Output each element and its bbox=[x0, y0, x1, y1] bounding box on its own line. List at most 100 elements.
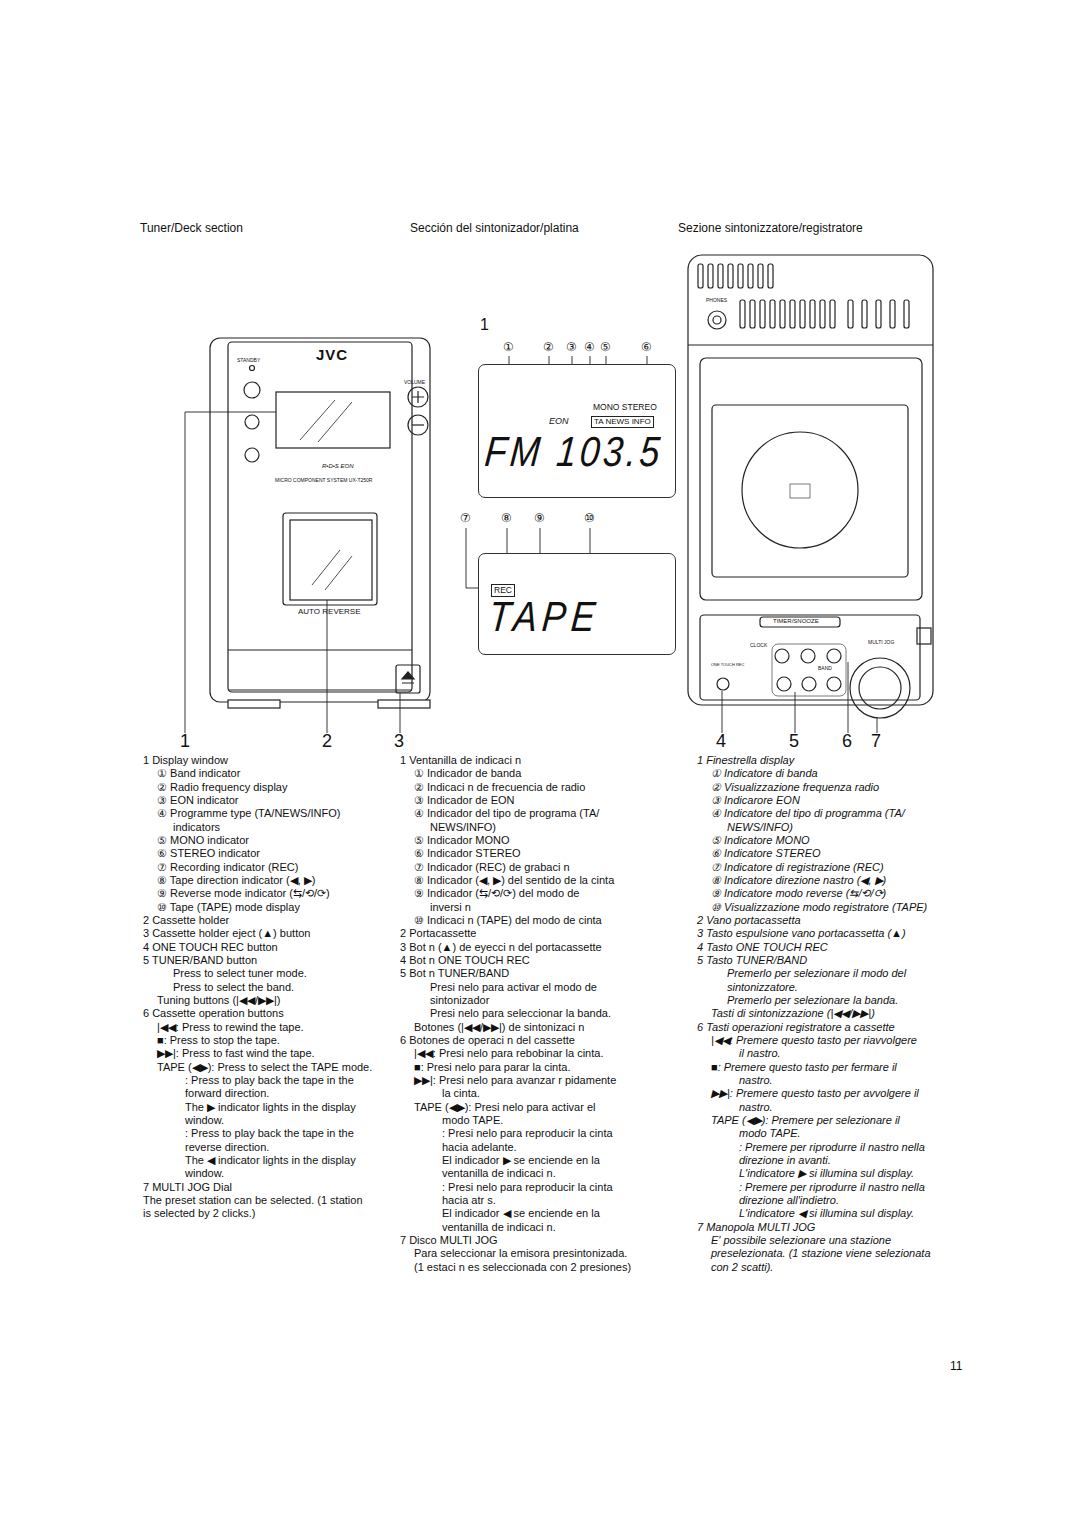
description-line: Botones (|◀◀/▶▶|) de sintonizaci n bbox=[414, 1021, 584, 1034]
description-line: ⑥ Indicador STEREO bbox=[414, 847, 521, 860]
description-line: 2 Vano portacassetta bbox=[697, 914, 801, 927]
description-line: preselezionata. (1 stazione viene selezi… bbox=[711, 1247, 931, 1260]
panel-marking: CLOCK bbox=[750, 643, 767, 649]
description-line: ■: Press to stop the tape. bbox=[157, 1034, 280, 1047]
panel-marking: BAND bbox=[818, 666, 832, 672]
description-line: 2 Portacassette bbox=[400, 927, 476, 940]
description-line: modo TAPE. bbox=[442, 1114, 503, 1127]
callout-number: ② bbox=[543, 341, 554, 355]
description-line: 5 Tasto TUNER/BAND bbox=[697, 954, 807, 967]
description-line: 7 MULTI JOG Dial bbox=[143, 1181, 232, 1194]
panel-marking: AUTO REVERSE bbox=[298, 607, 361, 616]
description-line: 1 Finestrella display bbox=[697, 754, 794, 767]
description-line: TAPE (◀▶): Press to select the TAPE mode… bbox=[157, 1061, 372, 1074]
description-line: ■: Presi nelo para parar la cinta. bbox=[414, 1061, 570, 1074]
description-line: ① Indicatore di banda bbox=[711, 767, 818, 780]
callout-number: 1 bbox=[480, 316, 489, 334]
description-line: 4 Tasto ONE TOUCH REC bbox=[697, 941, 828, 954]
description-line: ⑧ Tape direction indicator (◀, ▶) bbox=[157, 874, 315, 887]
description-line: 7 Manopola MULTI JOG bbox=[697, 1221, 815, 1234]
display-segment-text: EON bbox=[549, 417, 569, 426]
callout-number: ⑦ bbox=[460, 512, 471, 526]
description-line: ⑤ MONO indicator bbox=[157, 834, 249, 847]
display-segment-text: FM 103.5 bbox=[483, 431, 665, 473]
panel-marking: JVC bbox=[316, 346, 348, 363]
description-line: hacia adelante. bbox=[442, 1141, 517, 1154]
description-line: : Press to play back the tape in the bbox=[185, 1127, 354, 1140]
description-line: 6 Cassette operation buttons bbox=[143, 1007, 284, 1020]
description-line: 6 Botones de operaci n del cassette bbox=[400, 1034, 575, 1047]
callout-number: 4 bbox=[716, 731, 726, 752]
description-line: ④ Indicador del tipo de programa (TA/ bbox=[414, 807, 599, 820]
description-line: ventanilla de indicaci n. bbox=[442, 1221, 556, 1234]
callout-number: 6 bbox=[842, 731, 852, 752]
description-line: direzione all'indietro. bbox=[739, 1194, 839, 1207]
panel-marking: MICRO COMPONENT SYSTEM UX-T250R bbox=[275, 478, 372, 484]
callout-number: 3 bbox=[394, 731, 404, 752]
display-segment-text: TAPE bbox=[487, 596, 602, 638]
description-line: ⑦ Recording indicator (REC) bbox=[157, 861, 298, 874]
panel-marking: R•D•S EON bbox=[322, 463, 354, 470]
panel-marking: MULTI JOG bbox=[868, 640, 894, 646]
callout-number: ⑧ bbox=[501, 512, 512, 526]
callout-number: ⑩ bbox=[584, 512, 595, 526]
description-line: Press to select the band. bbox=[173, 981, 294, 994]
description-line: 3 Bot n (▲) de eyecci n del portacassett… bbox=[400, 941, 602, 954]
description-line: NEWS/INFO) bbox=[727, 821, 793, 834]
description-line: ⑨ Indicatore modo reverse (⇆/⟲/⟳) bbox=[711, 887, 886, 900]
description-line: ⑤ Indicatore MONO bbox=[711, 834, 810, 847]
description-line: ⑤ Indicador MONO bbox=[414, 834, 510, 847]
description-line: The ▶ indicator lights in the display bbox=[185, 1101, 356, 1114]
description-line: indicators bbox=[173, 821, 220, 834]
panel-marking: PHONES bbox=[706, 298, 727, 304]
description-line: con 2 scatti). bbox=[711, 1261, 773, 1274]
description-line: window. bbox=[185, 1114, 224, 1127]
callout-number: ① bbox=[503, 341, 514, 355]
description-line: 1 Display window bbox=[143, 754, 228, 767]
description-line: is selected by 2 clicks.) bbox=[143, 1207, 255, 1220]
description-line: : Premere per riprodurre il nastro nella bbox=[739, 1141, 925, 1154]
description-line: TAPE (◀▶): Premere per selezionare il bbox=[711, 1114, 900, 1127]
description-line: ② Indicaci n de frecuencia de radio bbox=[414, 781, 585, 794]
description-line: ④ Programme type (TA/NEWS/INFO) bbox=[157, 807, 340, 820]
description-line: El indicador ◀ se enciende en la bbox=[442, 1207, 600, 1220]
description-line: 4 Bot n ONE TOUCH REC bbox=[400, 954, 530, 967]
description-line: il nastro. bbox=[739, 1047, 781, 1060]
description-line: ⑦ Indicador (REC) de grabaci n bbox=[414, 861, 570, 874]
display-panel: RECTAPE bbox=[478, 553, 676, 655]
callout-number: ⑨ bbox=[534, 512, 545, 526]
description-line: Presi nelo para activar el modo de bbox=[430, 981, 597, 994]
description-line: 3 Tasto espulsione vano portacassetta (▲… bbox=[697, 927, 906, 940]
description-line: El indicador ▶ se enciende en la bbox=[442, 1154, 600, 1167]
description-line: ventanilla de indicaci n. bbox=[442, 1167, 556, 1180]
description-line: ⑦ Indicatore di registrazione (REC) bbox=[711, 861, 884, 874]
description-line: ② Radio frequency display bbox=[157, 781, 287, 794]
callout-number: 5 bbox=[789, 731, 799, 752]
description-line: nastro. bbox=[739, 1101, 773, 1114]
description-line: ③ Indicador de EON bbox=[414, 794, 515, 807]
description-line: 5 TUNER/BAND button bbox=[143, 954, 257, 967]
display-segment-text: MONO STEREO bbox=[593, 403, 657, 412]
description-line: : Premere per riprodurre il nastro nella bbox=[739, 1181, 925, 1194]
description-line: The ◀ indicator lights in the display bbox=[185, 1154, 356, 1167]
description-line: |◀◀: Premere questo tasto per riavvolger… bbox=[711, 1034, 917, 1047]
description-line: Premerlo per selezionare la banda. bbox=[727, 994, 898, 1007]
description-line: ▶▶|: Presi nelo para avanzar r pidamente bbox=[414, 1074, 616, 1087]
description-line: ⑨ Reverse mode indicator (⇆/⟲/⟳) bbox=[157, 887, 330, 900]
description-line: nastro. bbox=[739, 1074, 773, 1087]
description-line: sintonizzatore. bbox=[727, 981, 798, 994]
description-line: : Press to play back the tape in the bbox=[185, 1074, 354, 1087]
description-line: NEWS/INFO) bbox=[430, 821, 496, 834]
panel-marking: TIMER/SNOOZE bbox=[773, 618, 819, 625]
callout-number: 2 bbox=[322, 731, 332, 752]
description-line: : Presi nelo para reproducir la cinta bbox=[442, 1127, 613, 1140]
section-heading: Sezione sintonizzatore/registratore bbox=[678, 222, 863, 236]
description-line: ⑧ Indicador (◀, ▶) del sentido de la cin… bbox=[414, 874, 614, 887]
description-line: ▶▶|: Press to fast wind the tape. bbox=[157, 1047, 315, 1060]
panel-marking: ONE TOUCH REC bbox=[711, 663, 744, 668]
description-line: 5 Bot n TUNER/BAND bbox=[400, 967, 509, 980]
description-line: la cinta. bbox=[442, 1087, 480, 1100]
section-heading: Tuner/Deck section bbox=[140, 222, 243, 236]
callout-number: ⑥ bbox=[641, 341, 652, 355]
panel-marking: VOLUME bbox=[404, 380, 425, 386]
